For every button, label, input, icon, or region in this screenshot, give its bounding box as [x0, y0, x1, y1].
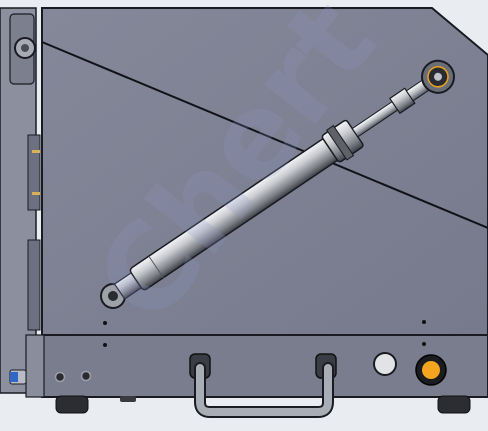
left-flange — [0, 7, 41, 394]
gas-spring — [100, 59, 455, 309]
carry-handle[interactable] — [189, 353, 337, 418]
feet — [55, 395, 471, 414]
base-left-cap — [25, 334, 45, 398]
orange-knob[interactable] — [415, 354, 447, 386]
diagonal-edge — [41, 41, 488, 229]
dot — [103, 321, 107, 325]
dot — [422, 342, 426, 346]
base-panel — [41, 334, 488, 398]
air-fitting — [9, 369, 27, 385]
screw — [80, 370, 92, 382]
round-switch[interactable] — [373, 352, 397, 376]
dot — [103, 343, 107, 347]
dot — [422, 320, 426, 324]
screw — [54, 371, 66, 383]
